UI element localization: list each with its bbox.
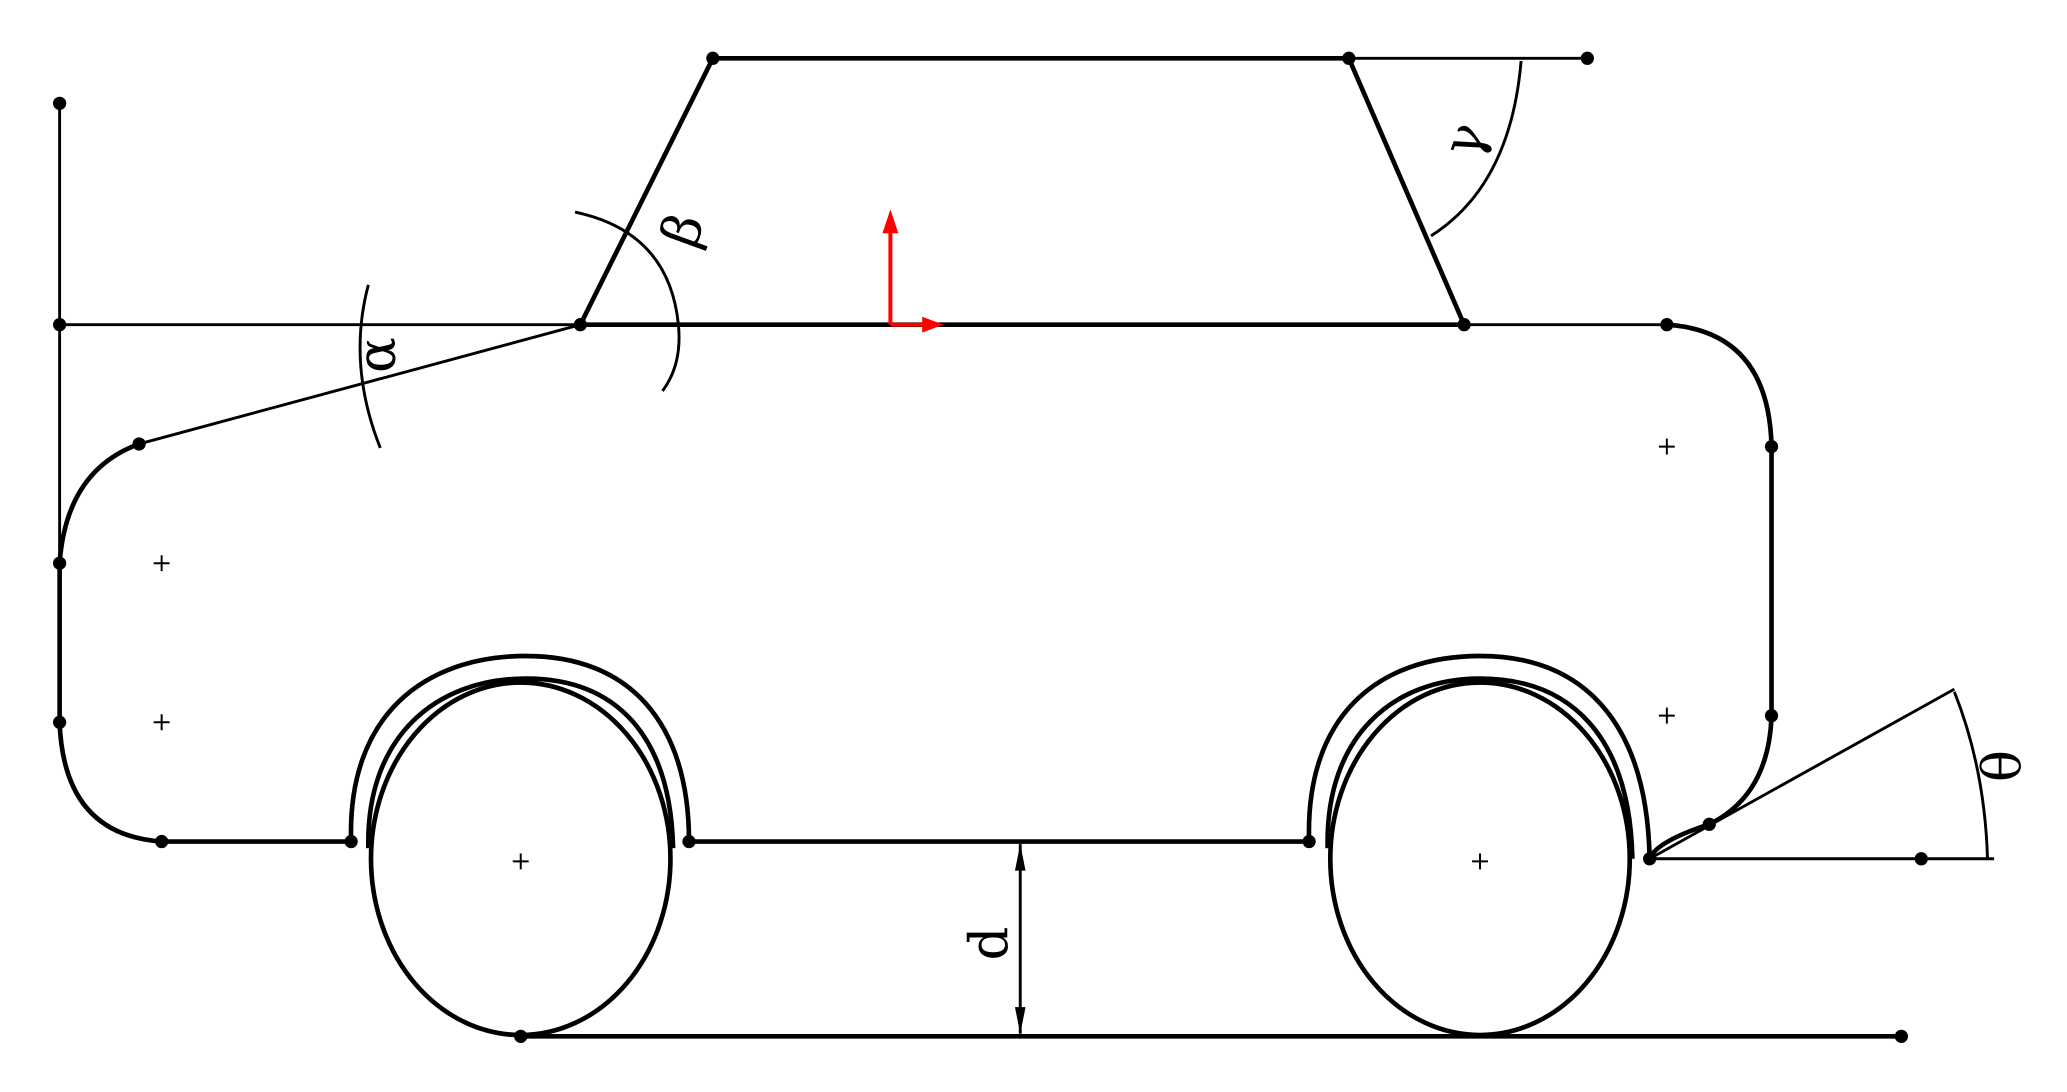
coordinate-axes	[882, 209, 944, 333]
alpha-arc	[358, 284, 382, 449]
label-gamma: γ	[1431, 114, 1499, 165]
vertex-points	[53, 51, 1928, 1043]
reference-lines	[58, 103, 1667, 564]
car-body	[57, 322, 1774, 860]
gamma-arc	[1430, 60, 1523, 238]
label-d: d	[959, 927, 1020, 961]
label-alpha: α	[347, 337, 408, 373]
beta-arc	[574, 210, 681, 392]
label-theta: θ	[1973, 750, 2034, 782]
label-beta: β	[649, 205, 717, 255]
front-wheel-arch	[348, 653, 692, 849]
rear-wheel-arch	[1306, 653, 1652, 859]
center-marks	[153, 438, 1675, 870]
ground-clearance-dimension	[1014, 844, 1026, 1034]
cabin	[578, 55, 1588, 326]
departure-angle	[1648, 687, 1995, 861]
